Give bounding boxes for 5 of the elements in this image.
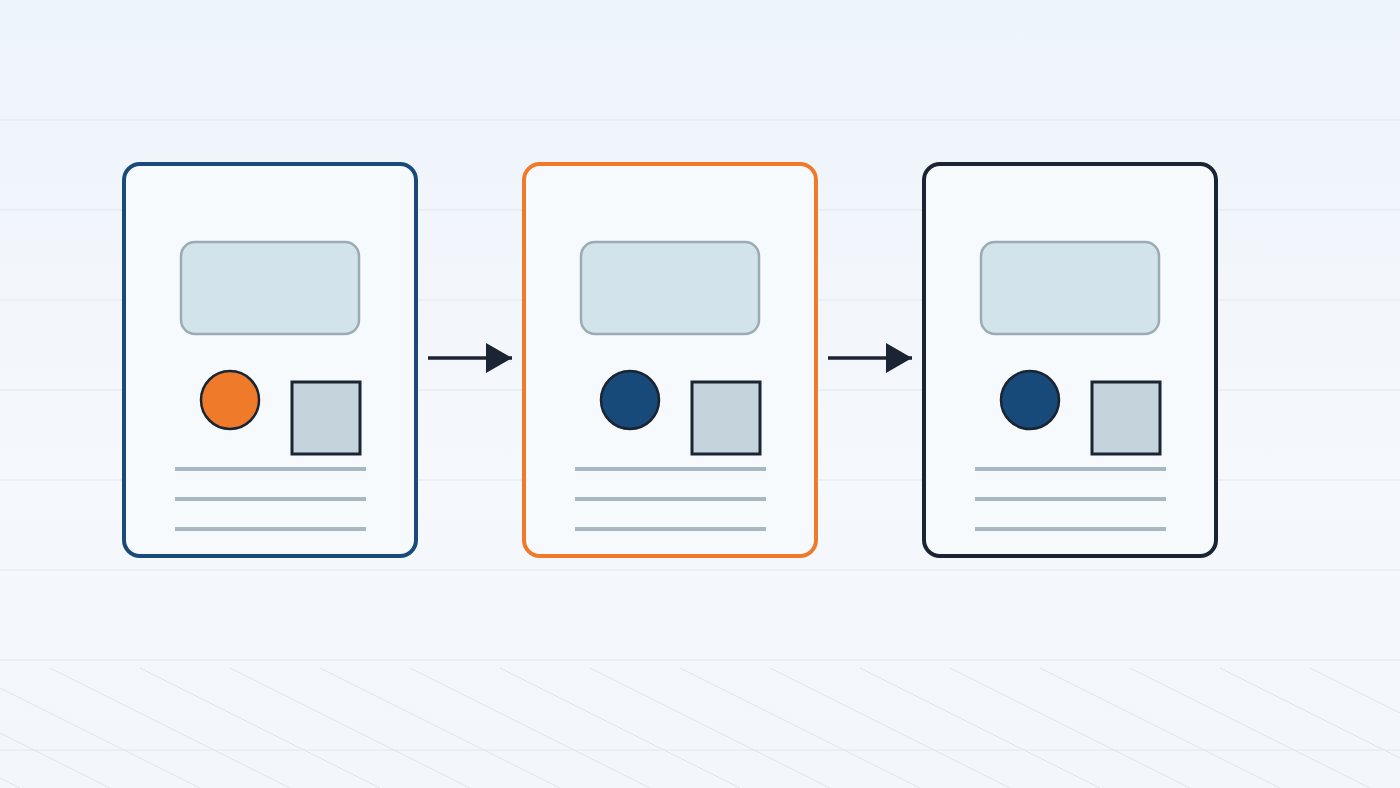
document-card	[522, 162, 818, 558]
document-card	[922, 162, 1218, 558]
arrow	[428, 343, 512, 373]
arrow	[828, 343, 912, 373]
document-card	[122, 162, 418, 558]
